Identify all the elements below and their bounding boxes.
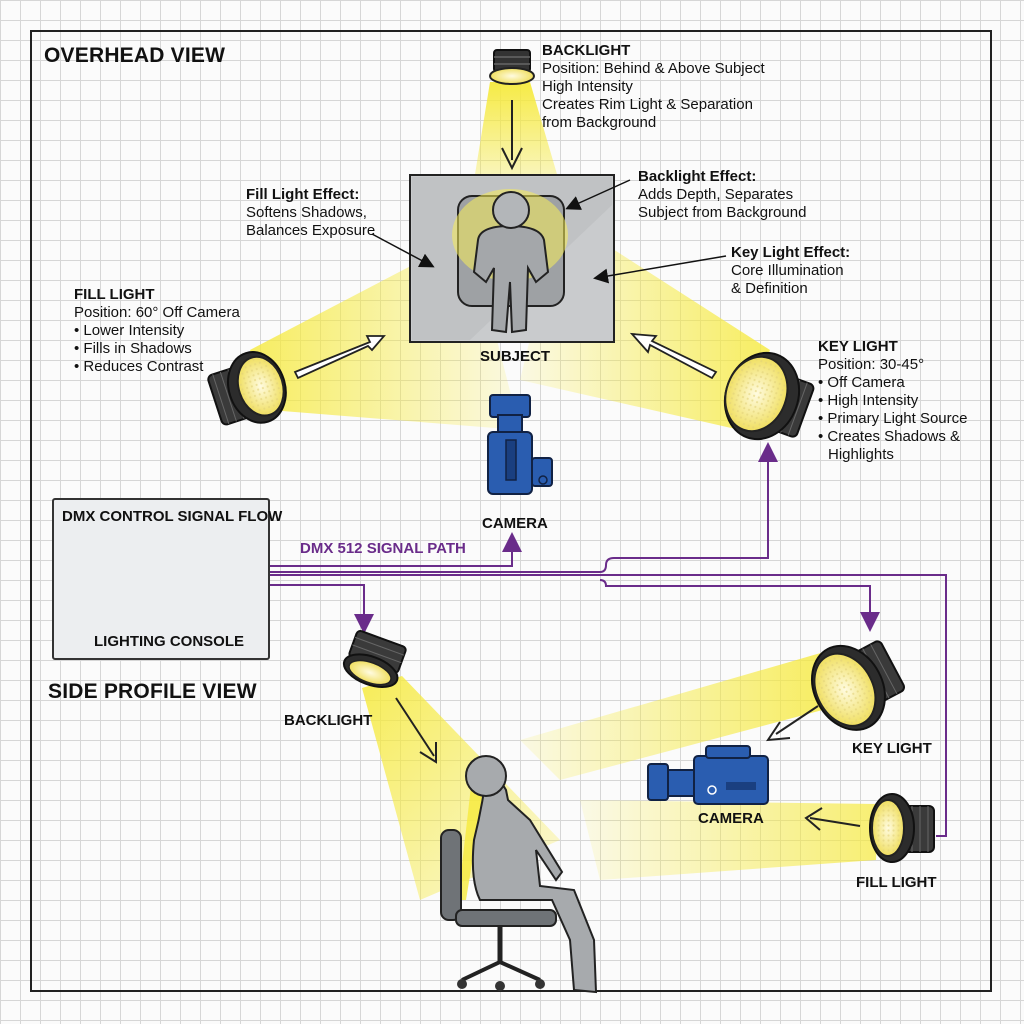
- fill-light-info: FILL LIGHT Position: 60° Off Camera • Lo…: [74, 286, 240, 376]
- fill-light-line: Position: 60° Off Camera: [74, 304, 240, 321]
- camera-label-overhead: CAMERA: [482, 515, 548, 532]
- side-fill-arrow: [804, 807, 861, 831]
- subject-overhead: [409, 174, 615, 343]
- fill-effect-heading: Fill Light Effect:: [246, 186, 360, 203]
- backlight-arrow-overhead: [501, 100, 523, 171]
- key-light-line: • High Intensity: [818, 392, 919, 409]
- fill-effect-line: Softens Shadows,: [246, 204, 367, 221]
- dmx-signal-paths: [258, 442, 947, 837]
- back-effect-line: Subject from Background: [638, 204, 807, 221]
- key-light-line: Position: 30-45°: [818, 356, 925, 373]
- signal-to-camera: [258, 532, 522, 567]
- key-light-arrow-overhead: [629, 332, 718, 380]
- back-effect-note: Backlight Effect: Adds Depth, Separates …: [638, 168, 806, 222]
- fill-light-line: • Reduces Contrast: [74, 358, 204, 375]
- side-profile-title: SIDE PROFILE VIEW: [48, 680, 257, 703]
- signal-to-fill-side: [258, 574, 947, 837]
- backlight-line: from Background: [542, 114, 657, 131]
- side-key-arrow: [766, 705, 819, 742]
- back-effect-line: Adds Depth, Separates: [638, 186, 794, 203]
- side-camera-label: CAMERA: [698, 810, 764, 827]
- fill-effect-line: Balances Exposure: [246, 222, 376, 239]
- side-fill-beam: [580, 800, 878, 880]
- side-fill-light-label: FILL LIGHT: [856, 874, 937, 891]
- key-light-line: Highlights: [828, 446, 894, 463]
- fill-light-heading: FILL LIGHT: [74, 286, 155, 303]
- lighting-console-label: LIGHTING CONSOLE: [94, 633, 244, 650]
- side-fill-light-fixture: [869, 793, 935, 863]
- backlight-heading: BACKLIGHT: [542, 42, 631, 59]
- key-effect-line: Core Illumination: [731, 262, 844, 279]
- key-light-line: • Creates Shadows &: [818, 428, 960, 445]
- back-effect-heading: Backlight Effect:: [638, 168, 757, 185]
- key-effect-note: Key Light Effect: Core Illumination & De…: [731, 244, 850, 298]
- side-key-light-label: KEY LIGHT: [852, 740, 932, 757]
- side-backlight-arrow: [395, 697, 437, 764]
- key-light-line: • Off Camera: [818, 374, 905, 391]
- signal-to-key-side: [599, 579, 880, 632]
- side-key-beam: [520, 652, 830, 780]
- signal-to-key-overhead: [258, 442, 778, 573]
- fill-light-fixture-overhead: [207, 351, 287, 426]
- key-light-fixture-overhead: [723, 351, 815, 441]
- backlight-line: High Intensity: [542, 78, 633, 95]
- side-backlight-label: BACKLIGHT: [284, 712, 373, 729]
- side-camera-icon: [647, 745, 769, 805]
- subject-label: SUBJECT: [480, 348, 551, 365]
- key-light-line: • Primary Light Source: [818, 410, 968, 427]
- fill-effect-note: Fill Light Effect: Softens Shadows, Bala…: [246, 186, 375, 240]
- backlight-line: Position: Behind & Above Subject: [542, 60, 765, 77]
- key-effect-heading: Key Light Effect:: [731, 244, 851, 261]
- camera-overhead-icon: [487, 394, 553, 495]
- backlight-info: BACKLIGHT Position: Behind & Above Subje…: [542, 42, 765, 132]
- signal-to-backlight-side: [258, 584, 374, 634]
- overhead-view-title: OVERHEAD VIEW: [44, 44, 226, 67]
- backlight-line: Creates Rim Light & Separation: [542, 96, 753, 113]
- dmx-panel-title: DMX CONTROL SIGNAL FLOW: [62, 508, 283, 525]
- back-effect-pointer: [565, 179, 631, 210]
- side-key-light-fixture: [811, 640, 905, 731]
- fill-light-line: • Lower Intensity: [74, 322, 185, 339]
- fill-effect-pointer: [371, 233, 435, 268]
- key-light-info: KEY LIGHT Position: 30-45° • Off Camera …: [818, 338, 967, 464]
- dmx-console-panel: [52, 498, 270, 660]
- seated-subject-icon: [440, 755, 598, 994]
- dmx-signal-path-label: DMX 512 SIGNAL PATH: [300, 540, 466, 557]
- key-effect-pointer: [593, 255, 727, 284]
- backlight-fixture-overhead: [489, 49, 535, 85]
- key-light-heading: KEY LIGHT: [818, 338, 898, 355]
- side-backlight-fixture: [342, 629, 407, 688]
- fill-light-arrow-overhead: [293, 335, 386, 380]
- fill-light-line: • Fills in Shadows: [74, 340, 192, 357]
- key-effect-line: & Definition: [731, 280, 808, 297]
- diagram-frame: [30, 30, 992, 992]
